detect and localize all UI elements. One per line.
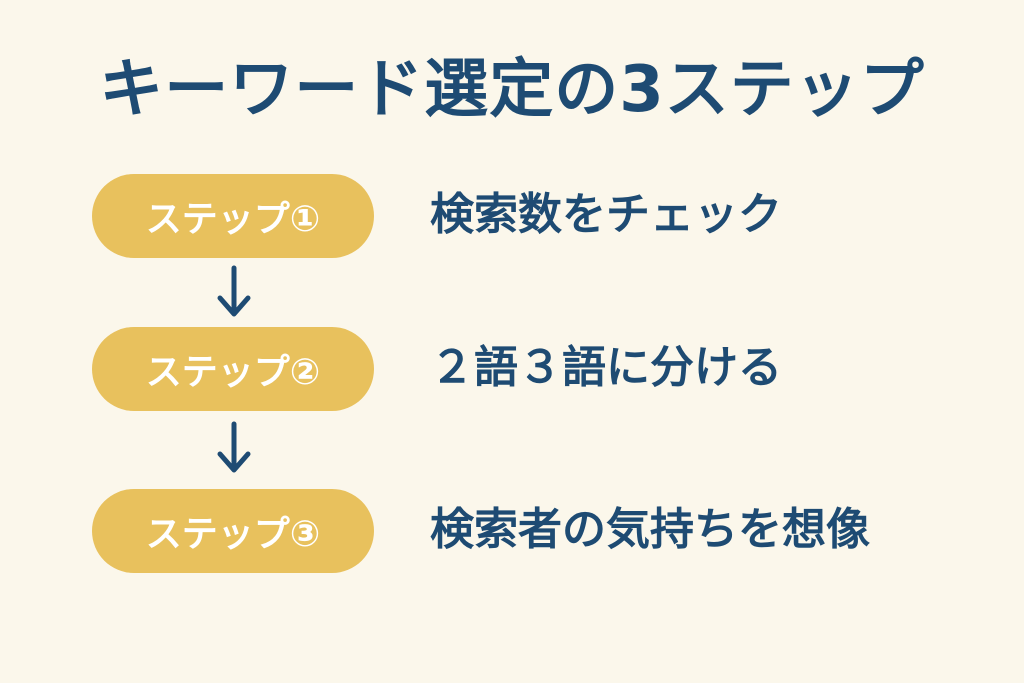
page-title: キーワード選定の3ステップ: [99, 53, 925, 127]
step-badge-1: ステップ①: [92, 174, 374, 258]
step-badge-2: ステップ②: [92, 327, 374, 411]
step-description-2: ２語３語に分ける: [430, 342, 782, 393]
step-description-3: 検索者の気持ちを想像: [430, 504, 870, 555]
arrow-down-icon: [217, 421, 251, 473]
step-description-1: 検索数をチェック: [430, 189, 782, 240]
step-badge-3: ステップ③: [92, 489, 374, 573]
arrow-down-icon: [217, 265, 251, 317]
